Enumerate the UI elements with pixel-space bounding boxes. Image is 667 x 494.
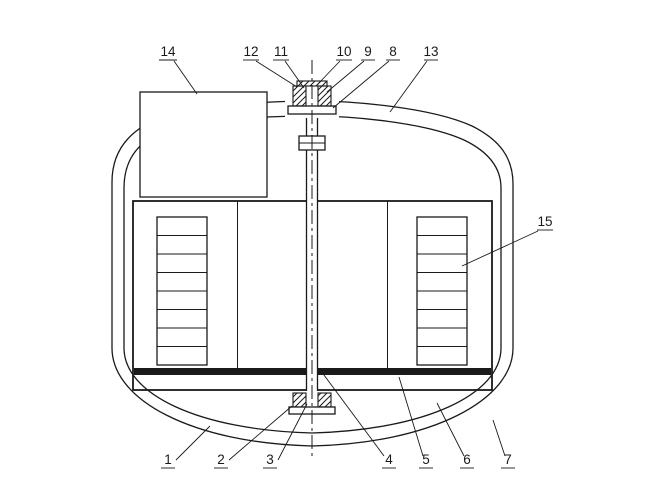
callout-1: 1 [161,425,211,469]
callout-13-text: 13 [423,44,438,59]
callout-8-leader [332,60,390,109]
callout-11-text: 11 [274,44,288,59]
callout-6-text: 6 [463,452,471,467]
callout-2-text: 2 [217,452,225,467]
callout-4-leader [320,370,385,457]
callout-9-text: 9 [364,44,372,59]
callout-15: 15 [461,214,553,267]
callout-10-leader [316,60,341,86]
callout-9: 9 [326,44,375,93]
callout-7-leader [492,419,506,457]
callout-3-text: 3 [266,452,274,467]
callout-12: 12 [243,44,298,88]
callout-5: 5 [398,376,433,469]
callout-4: 4 [320,370,396,469]
callout-8-text: 8 [389,44,397,59]
callout-7-text: 7 [504,452,512,467]
callout-13-leader [389,60,428,113]
callout-14: 14 [159,44,198,95]
callout-11: 11 [273,44,305,89]
callout-15-leader [461,230,539,267]
callout-4-text: 4 [385,452,393,467]
callout-2: 2 [214,405,293,469]
right-stack-rows [417,235,467,347]
callout-12-leader [255,60,298,88]
callout-6: 6 [436,402,474,469]
gland-packing-right [317,85,332,107]
callout-7: 7 [492,419,515,469]
support-packing-left [292,392,307,408]
callout-9-leader [326,60,365,93]
callout-1-leader [175,425,211,461]
callout-6-leader [436,402,465,457]
callout-3: 3 [263,403,308,469]
gland-packing-left [292,85,307,107]
callout-10: 10 [316,44,352,86]
callout-3-leader [277,403,308,461]
callouts: 14 12 11 10 9 8 [159,44,553,469]
left-stack-rows [157,235,207,347]
callout-11-leader [284,60,305,89]
callout-1-text: 1 [164,452,172,467]
callout-2-leader [228,405,293,461]
feed-box [139,91,268,198]
callout-5-text: 5 [422,452,430,467]
support-packing-right [317,392,332,408]
callout-5-leader [398,376,424,457]
callout-13: 13 [389,44,439,113]
callout-14-text: 14 [160,44,176,59]
callout-10-text: 10 [336,44,351,59]
callout-15-text: 15 [537,214,552,229]
callout-12-text: 12 [243,44,258,59]
right-plate-stack [416,216,468,366]
callout-8: 8 [332,44,400,109]
left-plate-stack [156,216,208,366]
callout-14-leader [173,60,198,95]
